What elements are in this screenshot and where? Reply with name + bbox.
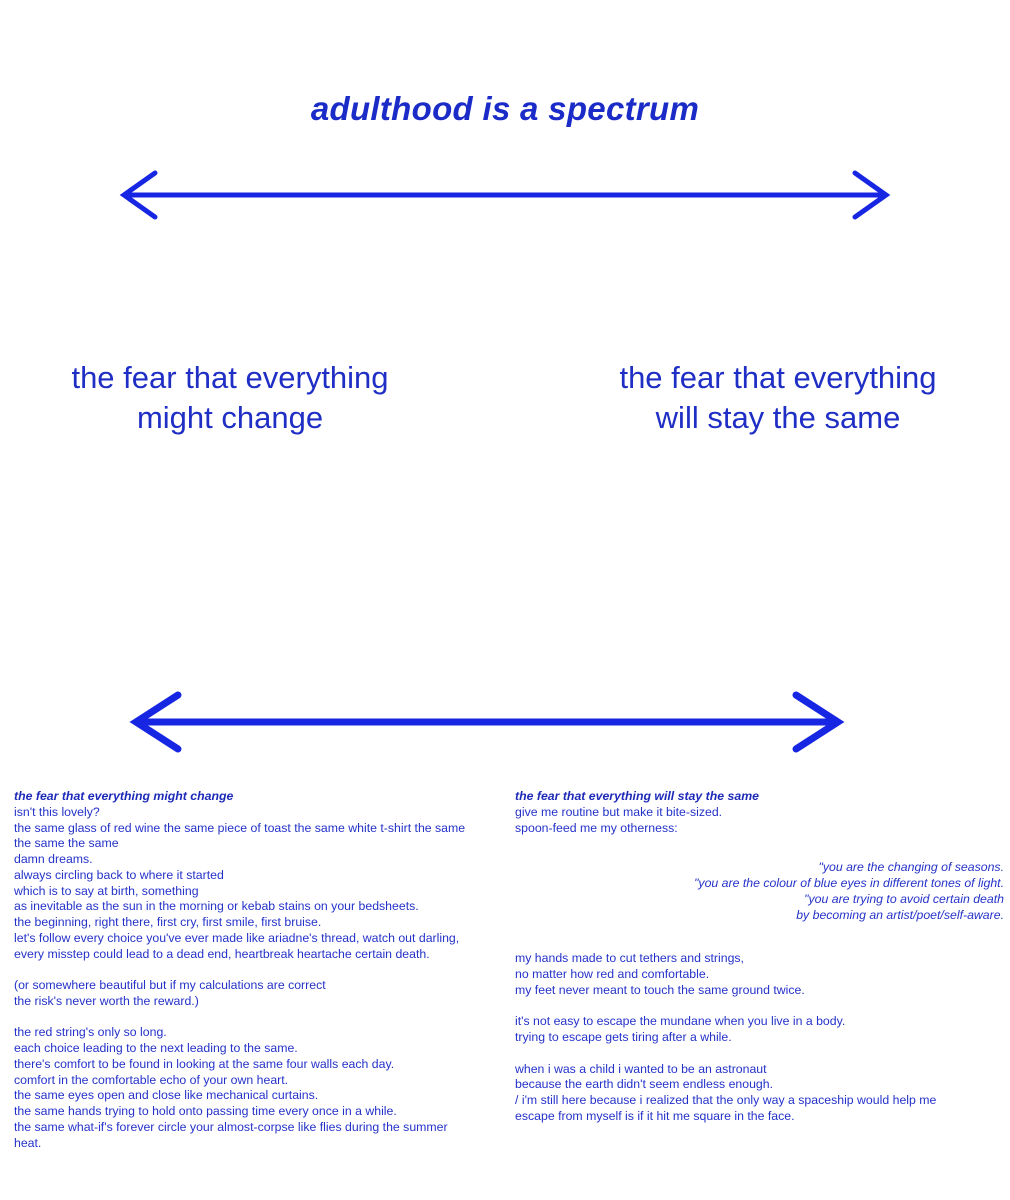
poem-line: the beginning, right there, first cry, f…	[14, 915, 322, 929]
poem-line: my hands made to cut tethers and strings…	[515, 951, 744, 966]
poem-line: the same glass of red wine the same piec…	[14, 820, 466, 835]
quote-line: "you are trying to avoid certain death	[804, 891, 1004, 906]
poem-line	[14, 1010, 499, 1026]
quote-line: "you are the colour of blue eyes in diff…	[694, 876, 1004, 890]
poem-line	[14, 962, 499, 978]
spectrum-right-label: the fear that everything will stay the s…	[619, 360, 937, 435]
poem-line: when i was a child i wanted to be an ast…	[515, 1061, 767, 1076]
quote-line: by becoming an artist/poet/self-aware.	[796, 907, 1004, 922]
poem-line: each choice leading to the next leading …	[14, 1041, 298, 1055]
poem-left: the fear that everything might change is…	[14, 789, 499, 1151]
poem-left-title: the fear that everything might change	[14, 789, 234, 803]
page-title: adulthood is a spectrum	[310, 90, 700, 127]
poem-line: the same what-if's forever circle your a…	[14, 1119, 448, 1134]
poem-line: the red string's only so long.	[14, 1025, 167, 1040]
poem-line: give me routine but make it bite-sized.	[515, 804, 723, 819]
poem-line: the same the same	[14, 836, 119, 851]
poem-line: there's comfort to be found in looking a…	[14, 1056, 395, 1071]
poem-line: damn dreams.	[14, 852, 93, 866]
poem-line: isn't this lovely?	[14, 804, 100, 819]
poem-line	[515, 999, 1010, 1015]
poem-line: trying to escape gets tiring after a whi…	[515, 1030, 732, 1044]
poem-line: / i'm still here because i realized that…	[515, 1093, 937, 1107]
double-arrow-bottom-icon	[129, 691, 845, 753]
poem-line: no matter how red and comfortable.	[515, 967, 710, 981]
poem-line: always circling back to where it started	[14, 867, 224, 882]
poem-right: the fear that everything will stay the s…	[515, 789, 1010, 1125]
poem-right-body: my hands made to cut tethers and strings…	[515, 951, 1010, 1124]
double-arrow-top-icon	[119, 170, 891, 220]
poem-right-quotes: "you are the changing of seasons. "you a…	[515, 860, 1010, 923]
poem-line: it's not easy to escape the mundane when…	[515, 1014, 846, 1029]
poem-line: spoon-feed me my otherness:	[515, 820, 678, 835]
poem-line: as inevitable as the sun in the morning …	[14, 899, 419, 914]
poem-line: the risk's never worth the reward.)	[14, 993, 199, 1008]
poem-line: (or somewhere beautiful but if my calcul…	[14, 978, 326, 992]
poem-line: heat.	[14, 1135, 42, 1150]
quote-line: "you are the changing of seasons.	[818, 860, 1004, 875]
poem-line: let's follow every choice you've ever ma…	[14, 930, 460, 945]
poem-line: my feet never meant to touch the same gr…	[515, 982, 805, 997]
poem-line: the same hands trying to hold onto passi…	[14, 1104, 397, 1118]
poem-line	[515, 1046, 1010, 1062]
poem-line: escape from myself is if it hit me squar…	[515, 1108, 795, 1123]
poem-line: every misstep could lead to a dead end, …	[14, 946, 430, 961]
spectrum-left-label: the fear that everything might change	[71, 360, 389, 435]
poem-line: which is to say at birth, something	[14, 883, 199, 898]
poem-line: comfort in the comfortable echo of your …	[14, 1072, 289, 1087]
poem-line: the same eyes open and close like mechan…	[14, 1088, 319, 1103]
poem-right-title: the fear that everything will stay the s…	[515, 789, 759, 803]
poem-line: because the earth didn't seem endless en…	[515, 1077, 774, 1092]
poem-left-lines: isn't this lovely? the same glass of red…	[14, 805, 499, 1152]
poem-right-intro: give me routine but make it bite-sized. …	[515, 805, 1010, 837]
